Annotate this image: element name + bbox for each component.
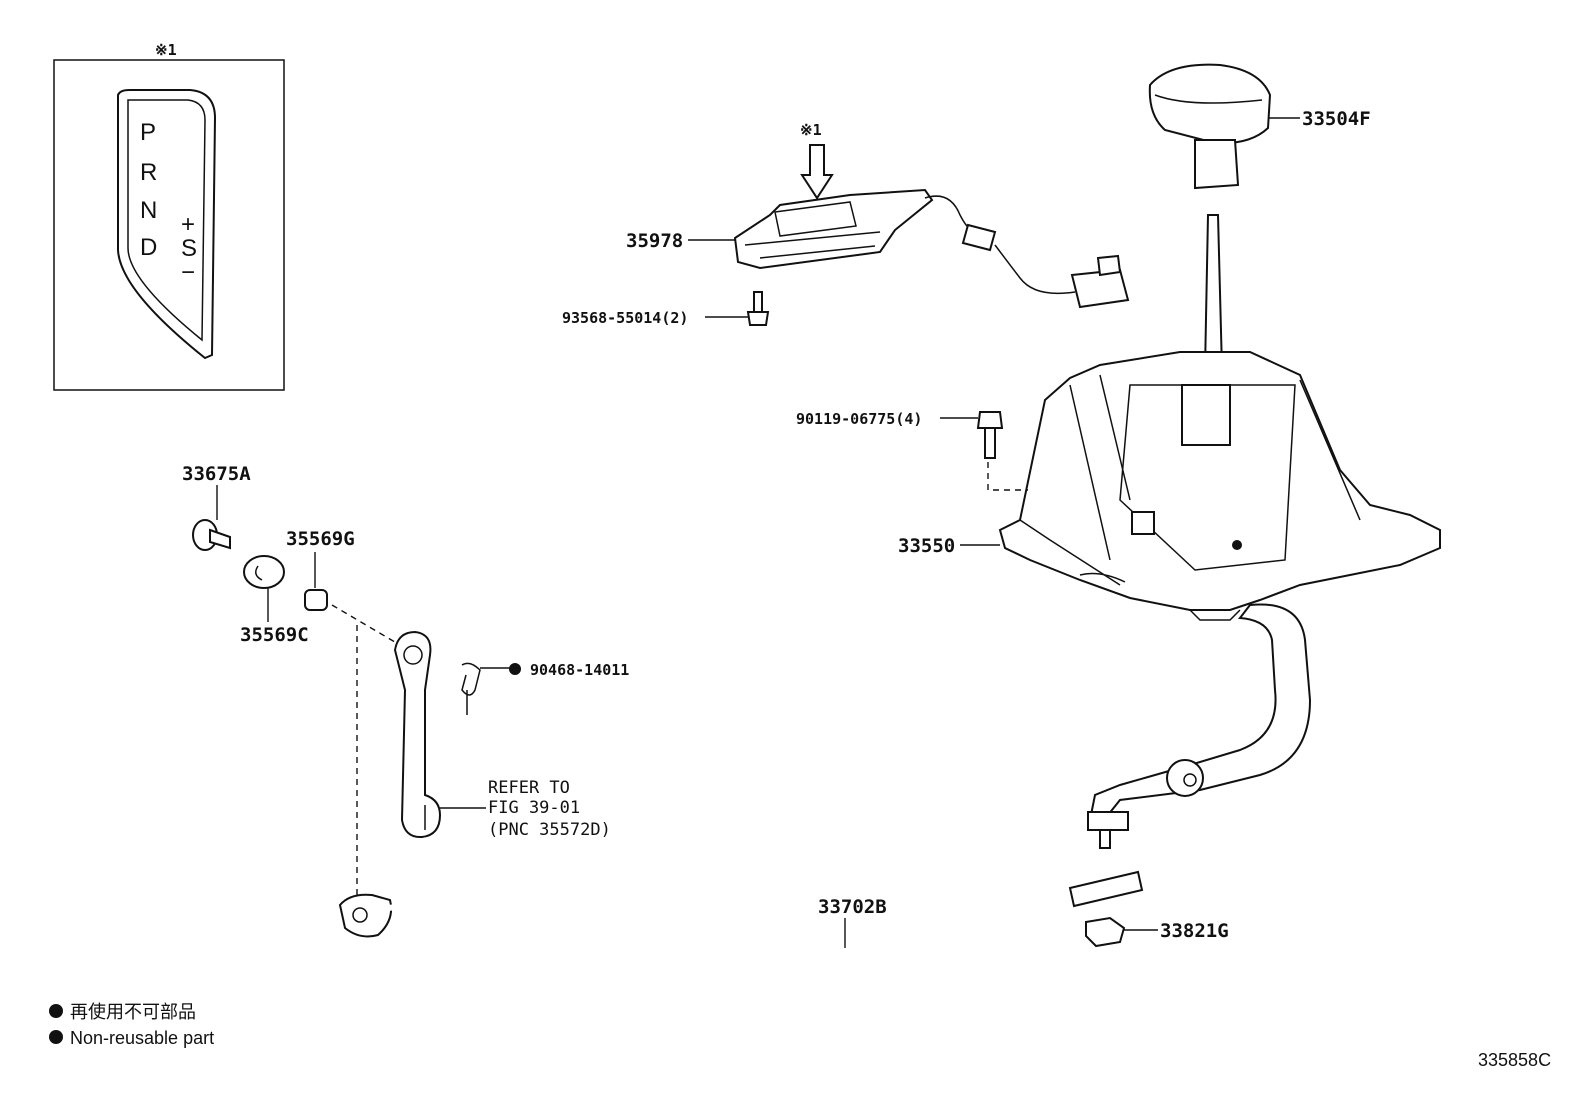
link-lever-body bbox=[393, 630, 442, 839]
gate-s: S bbox=[181, 235, 197, 262]
shift-gate-inner-edge bbox=[127, 99, 206, 342]
non-reusable-dot bbox=[509, 663, 521, 675]
part-90468-clip bbox=[461, 662, 481, 715]
label-35569G: 35569G bbox=[286, 528, 355, 550]
lever-arm-foot bbox=[1087, 811, 1129, 831]
p35978-note-mark: ※1 bbox=[800, 121, 822, 139]
shift-indicator-inset: ※1 P R N D + S − bbox=[53, 41, 285, 391]
part-33550-shift-lever-assembly bbox=[998, 214, 1441, 849]
lever-arm bbox=[1088, 603, 1312, 827]
indicator-window bbox=[774, 201, 857, 237]
gate-frame bbox=[1119, 384, 1296, 571]
legend-dot-en bbox=[49, 1030, 63, 1044]
view-arrow-icon bbox=[800, 144, 834, 200]
lever-block bbox=[1181, 384, 1231, 446]
part-35569G-collar bbox=[304, 589, 328, 611]
part-33821G-nut bbox=[1085, 916, 1126, 948]
gate-letter-n: N bbox=[140, 197, 157, 224]
gate-letter-p: P bbox=[140, 119, 156, 146]
legend-en: Non-reusable part bbox=[70, 1028, 214, 1048]
knob-seam bbox=[1154, 94, 1263, 104]
legend-jp: 再使用不可部品 bbox=[70, 1002, 196, 1022]
rod-body-fill bbox=[385, 892, 1093, 1007]
part-35569C-bushing bbox=[243, 555, 285, 589]
part-33675A-pin bbox=[192, 519, 231, 551]
gate-minus: − bbox=[181, 259, 195, 286]
bolt-shank bbox=[984, 427, 996, 459]
gate-letter-r: R bbox=[140, 159, 157, 186]
part-link-lever bbox=[393, 630, 442, 839]
label-33550: 33550 bbox=[898, 535, 955, 557]
housing-connector bbox=[1131, 511, 1155, 535]
dash-35569G bbox=[331, 604, 401, 646]
bushing-body bbox=[243, 555, 285, 589]
rod-end-eye bbox=[338, 893, 393, 938]
rod-flat-end bbox=[1068, 870, 1144, 908]
housing-base-trim bbox=[1079, 572, 1241, 621]
lever-arm-stud bbox=[1099, 829, 1111, 849]
gate-plus: + bbox=[181, 211, 195, 238]
harness-clamp bbox=[961, 223, 997, 252]
knob-stem bbox=[1194, 139, 1240, 190]
shift-gate-plate bbox=[117, 89, 217, 360]
screw-shank bbox=[753, 291, 763, 313]
legend: 再使用不可部品 Non-reusable part bbox=[49, 1002, 214, 1048]
label-33821G: 33821G bbox=[1160, 920, 1229, 942]
part-93568-screw bbox=[746, 291, 770, 326]
gate-letter-d: D bbox=[140, 234, 157, 261]
label-33702B: 33702B bbox=[818, 896, 887, 918]
dash-90119 bbox=[987, 462, 1028, 491]
part-90119-bolt bbox=[976, 411, 1004, 459]
label-93568: 93568-55014(2) bbox=[562, 309, 688, 327]
housing-edges bbox=[1019, 374, 1361, 586]
bolt-head bbox=[976, 411, 1004, 429]
link-lever-hole bbox=[403, 645, 423, 665]
part-33702B-control-rod bbox=[338, 870, 1144, 1007]
legend-dot-jp bbox=[49, 1004, 63, 1018]
indicator-ribs bbox=[744, 231, 881, 259]
lever-arm-pin bbox=[1183, 773, 1197, 787]
label-35569C: 35569C bbox=[240, 624, 309, 646]
rod-end-hole bbox=[352, 907, 368, 923]
inset-note-mark: ※1 bbox=[155, 41, 177, 59]
screw-head bbox=[746, 311, 770, 326]
harness-wire-b bbox=[994, 244, 1076, 295]
label-33675A: 33675A bbox=[182, 463, 251, 485]
harness-connector-lock bbox=[1096, 254, 1122, 277]
pin-shank bbox=[209, 528, 231, 550]
label-90119: 90119-06775(4) bbox=[796, 410, 922, 428]
refer-line-1: REFER TO bbox=[488, 778, 570, 798]
label-33504F: 33504F bbox=[1302, 108, 1371, 130]
refer-line-2: FIG 39-01 bbox=[488, 798, 580, 818]
label-35978: 35978 bbox=[626, 230, 683, 252]
bushing-c-mark bbox=[255, 565, 263, 581]
part-33504F-shift-knob bbox=[1148, 63, 1272, 190]
label-90468: 90468-14011 bbox=[530, 661, 629, 679]
figure-code: 335858C bbox=[1478, 1050, 1551, 1070]
refer-line-3: (PNC 35572D) bbox=[488, 820, 611, 840]
part-35978-indicator-assembly: ※1 bbox=[733, 121, 1130, 309]
knob-body bbox=[1148, 63, 1272, 145]
pivot-dot bbox=[1232, 540, 1242, 550]
shift-lever-rod bbox=[1203, 214, 1224, 371]
